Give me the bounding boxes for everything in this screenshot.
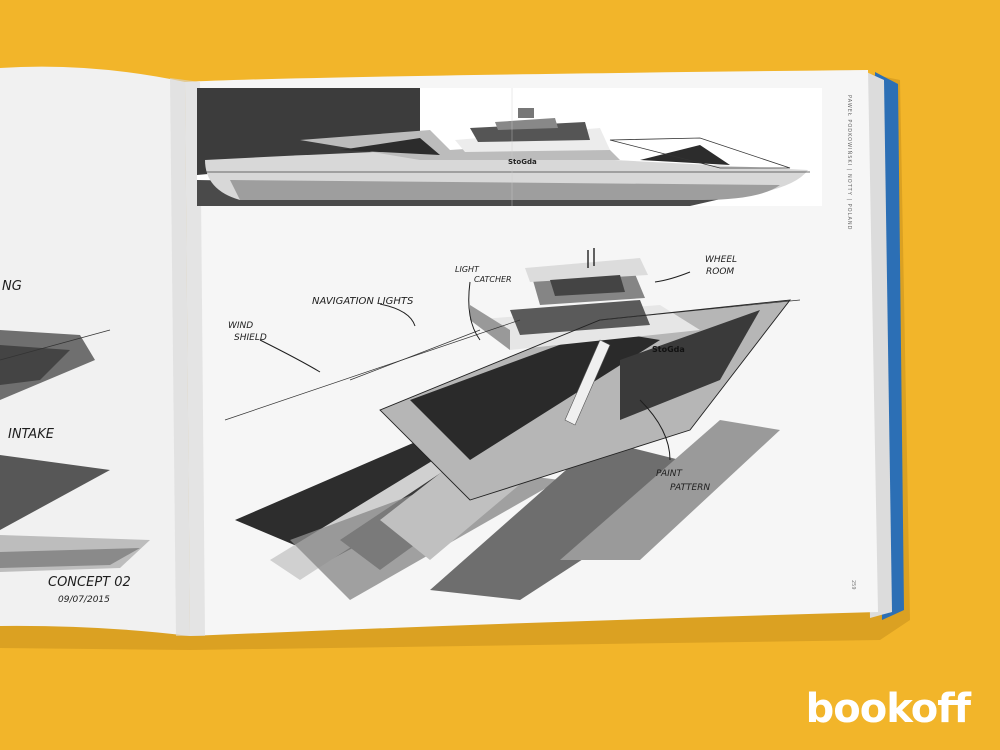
annotation-light: LIGHT xyxy=(455,265,480,274)
watermark-logo: bookoff xyxy=(805,686,971,732)
annotation-leaders xyxy=(259,271,691,461)
left-concept-sketch xyxy=(0,329,150,572)
page-spine-text: PAWEŁ PODKOWIŃSKI | NOTTY | POLAND xyxy=(846,95,853,231)
book-gutter xyxy=(170,78,205,636)
annotation-shield: SHIELD xyxy=(234,333,267,343)
left-label-cut-top: NG xyxy=(2,279,22,294)
annotation-paint: PAINT xyxy=(656,469,684,479)
side-view-logo: StoGda xyxy=(508,158,537,166)
ferry-side-view: StoGda xyxy=(197,88,822,206)
annotation-wind: WIND xyxy=(228,321,253,331)
ferry-perspective-view: StoGda xyxy=(224,248,801,600)
left-label-intake: INTAKE xyxy=(8,427,55,442)
annotation-pattern: PATTERN xyxy=(670,483,710,493)
concept-title: CONCEPT 02 xyxy=(48,575,131,590)
annotation-catcher: CATCHER xyxy=(474,275,512,284)
concept-date: 09/07/2015 xyxy=(58,595,110,605)
page-number: 259 xyxy=(850,580,856,590)
annotation-wheel: WHEEL xyxy=(705,255,737,265)
perspective-logo: StoGda xyxy=(652,345,685,354)
annotation-room: ROOM xyxy=(706,267,734,277)
annotation-navigation-lights: NAVIGATION LIGHTS xyxy=(312,296,414,307)
